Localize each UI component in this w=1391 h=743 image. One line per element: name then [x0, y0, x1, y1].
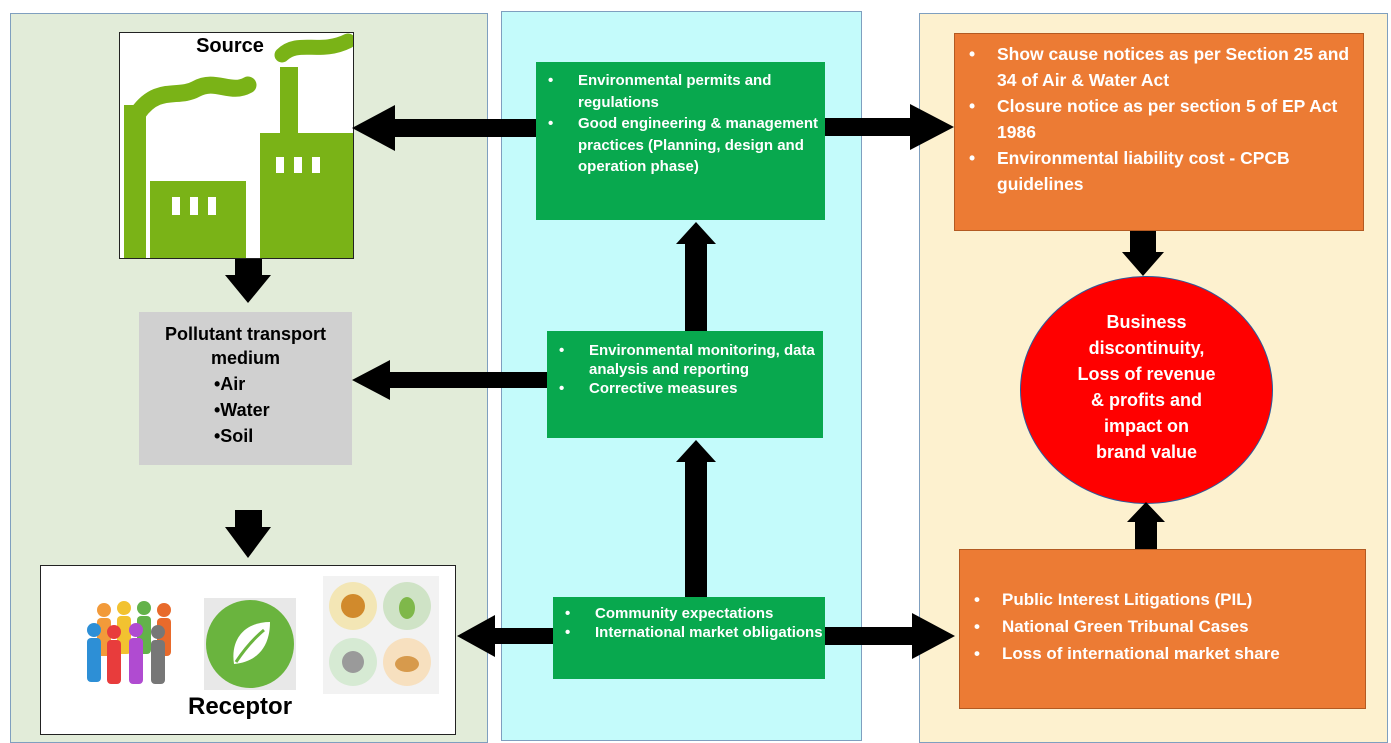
permits-item: Environmental permits and regulations: [536, 70, 825, 113]
circle-line: brand value: [1095, 442, 1198, 462]
market-obligations-item: International market obligations: [553, 623, 825, 642]
people-icon: [87, 601, 171, 684]
arrow-right-to-legal: [825, 104, 954, 150]
arrow-left-to-receptor: [457, 615, 553, 657]
arrow-up-to-permits: [676, 222, 716, 331]
ngt-item: National Green Tribunal Cases: [960, 613, 1365, 640]
arrow-left-to-transport: [352, 360, 547, 400]
arrow-up-to-monitoring: [676, 440, 716, 597]
arrows-layer: [225, 104, 1165, 659]
community-box: Community expectations International mar…: [553, 597, 825, 679]
transport-item-water: •Water: [214, 400, 270, 420]
monitoring-item: Environmental monitoring, data analysis …: [547, 341, 823, 379]
legal-notices-box: Show cause notices as per Section 25 and…: [954, 33, 1364, 231]
closure-notice-item: Closure notice as per section 5 of EP Ac…: [955, 93, 1355, 145]
arrow-left-to-source: [352, 105, 536, 151]
liability-cost-item: Environmental liability cost - CPCB guid…: [955, 145, 1355, 197]
circle-line: Business: [1106, 312, 1187, 332]
transport-item-air: •Air: [214, 374, 246, 394]
animals-icon: [329, 582, 431, 686]
leaf-icon-frame: [204, 598, 296, 690]
corrective-item: Corrective measures: [547, 379, 823, 398]
transport-title-line2: medium: [210, 348, 280, 368]
pil-item: Public Interest Litigations (PIL): [960, 586, 1365, 613]
transport-title-line1: Pollutant transport: [165, 324, 326, 344]
monitoring-box: Environmental monitoring, data analysis …: [547, 331, 823, 438]
leaf-icon: [206, 600, 294, 688]
market-share-item: Loss of international market share: [960, 640, 1365, 667]
show-cause-item: Show cause notices as per Section 25 and…: [955, 41, 1355, 93]
arrow-down-to-transport: [225, 259, 271, 303]
source-title: Source: [196, 35, 264, 57]
circle-line: & profits and: [1091, 390, 1202, 410]
arrow-up-to-circle: [1127, 502, 1165, 549]
animals-icon-frame: [323, 576, 439, 694]
source-box: Source: [119, 32, 354, 259]
transport-item-soil: •Soil: [214, 426, 254, 446]
litigation-box: Public Interest Litigations (PIL) Nation…: [959, 549, 1366, 709]
community-item: Community expectations: [553, 604, 825, 623]
circle-line: Loss of revenue: [1077, 364, 1216, 384]
impact-circle: Business discontinuity, Loss of revenue …: [1020, 276, 1273, 504]
engineering-item: Good engineering & management practices …: [536, 113, 825, 178]
factory-icon: [124, 33, 353, 258]
circle-line: discontinuity,: [1088, 338, 1205, 358]
arrow-right-to-litigation: [825, 613, 955, 659]
arrow-down-to-circle: [1122, 231, 1164, 276]
permits-box: Environmental permits and regulations Go…: [536, 62, 825, 220]
receptor-box: Receptor: [40, 565, 456, 735]
arrow-down-to-receptor: [225, 510, 271, 558]
receptor-title: Receptor: [188, 693, 293, 720]
transport-medium-box: Pollutant transport medium •Air •Water •…: [139, 312, 352, 465]
circle-line: impact on: [1103, 416, 1189, 436]
